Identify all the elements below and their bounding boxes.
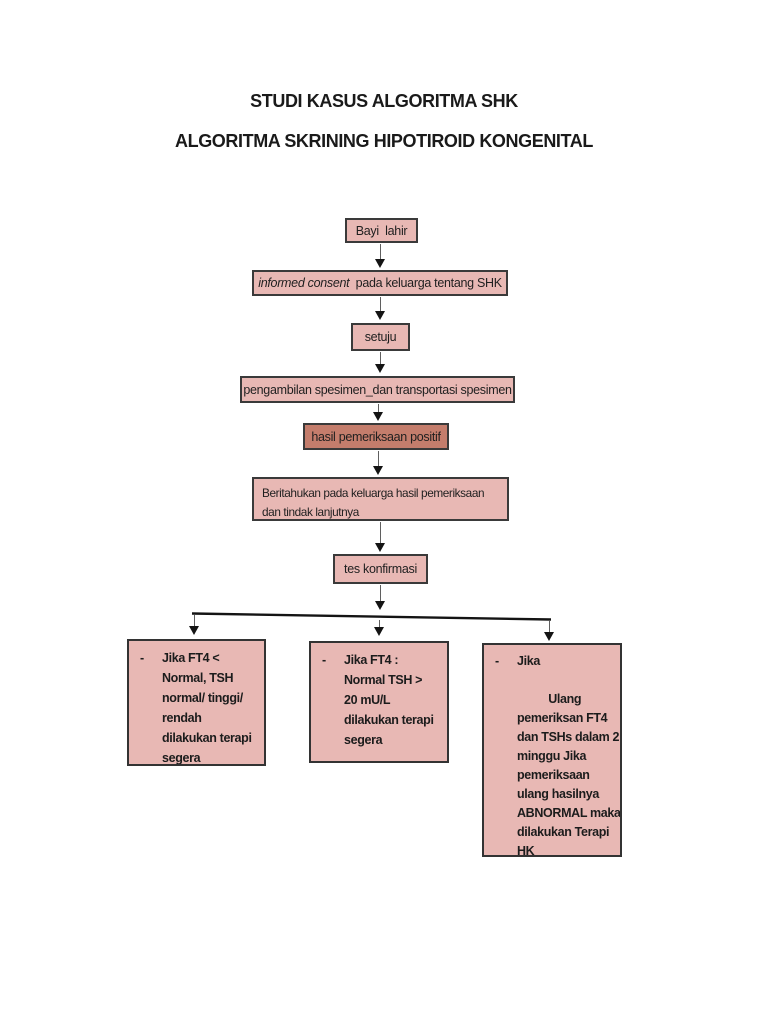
title-line-1: STUDI KASUS ALGORITMA SHK — [250, 91, 518, 111]
connector-stem-1 — [380, 244, 381, 259]
outcome-box-ulang-pemeriksaan-text: Jika Ulang pemeriksan FT4 dan TSHs dalam… — [517, 654, 621, 857]
down-arrow-icon — [374, 627, 384, 636]
connector-stem-6 — [380, 522, 381, 543]
down-arrow-icon — [375, 311, 385, 320]
node-informed-consent: informed consent pada keluarga tentang S… — [252, 270, 508, 296]
node-tes-konfirmasi-label: tes konfirmasi — [344, 562, 417, 576]
connector-stem-right — [549, 621, 550, 632]
node-bayi-lahir-label: Bayi lahir — [355, 223, 408, 238]
down-arrow-icon — [373, 466, 383, 475]
connector-stem-4 — [378, 404, 379, 412]
node-pengambilan-spesimen-label: pengambilan spesimen_dan transportasi sp… — [243, 382, 512, 397]
document-title: STUDI KASUS ALGORITMA SHK ALGORITMA SKRI… — [0, 90, 768, 152]
outcome-box-ft4-low: - Jika FT4 < Normal, TSH normal/ tinggi/… — [127, 639, 266, 766]
connector-stem-3 — [380, 352, 381, 364]
down-arrow-icon — [375, 601, 385, 610]
node-beritahukan-keluarga-label: Beritahukan pada keluarga hasil pemeriks… — [262, 486, 485, 519]
bullet-dash: - — [322, 653, 326, 667]
node-setuju: setuju — [351, 323, 410, 351]
connector-stem-5 — [378, 451, 379, 466]
node-beritahukan-keluarga: Beritahukan pada keluarga hasil pemeriks… — [252, 477, 509, 521]
outcome-box-ft4-normal-tsh-high: - Jika FT4 : Normal TSH > 20 mU/L dilaku… — [309, 641, 449, 763]
node-pengambilan-spesimen: pengambilan spesimen_dan transportasi sp… — [240, 376, 515, 403]
down-arrow-icon — [189, 626, 199, 635]
bullet-dash: - — [495, 654, 499, 668]
connector-stem-7 — [380, 585, 381, 601]
down-arrow-icon — [375, 259, 385, 268]
bullet-dash: - — [140, 651, 144, 665]
node-bayi-lahir: Bayi lahir — [345, 218, 418, 243]
connector-stem-center — [379, 620, 380, 627]
node-hasil-pemeriksaan-positif-label: hasil pemeriksaan positif — [311, 429, 441, 444]
node-informed-consent-rest: pada keluarga tentang SHK — [349, 276, 502, 290]
down-arrow-icon — [544, 632, 554, 641]
outcome-box-ft4-low-text: Jika FT4 < Normal, TSH normal/ tinggi/ r… — [162, 651, 252, 765]
down-arrow-icon — [375, 364, 385, 373]
down-arrow-icon — [373, 412, 383, 421]
node-hasil-pemeriksaan-positif: hasil pemeriksaan positif — [303, 423, 449, 450]
branch-connector-line — [191, 612, 552, 621]
node-setuju-label: setuju — [364, 330, 397, 344]
down-arrow-icon — [375, 543, 385, 552]
node-tes-konfirmasi: tes konfirmasi — [333, 554, 428, 584]
outcome-box-ulang-pemeriksaan: - Jika Ulang pemeriksan FT4 dan TSHs dal… — [482, 643, 622, 857]
connector-stem-2 — [380, 297, 381, 311]
outcome-box-ft4-normal-tsh-high-text: Jika FT4 : Normal TSH > 20 mU/L dilakuka… — [344, 653, 434, 747]
connector-stem-left — [194, 615, 195, 626]
node-informed-consent-italic: informed consent — [258, 276, 350, 290]
title-line-2: ALGORITMA SKRINING HIPOTIROID KONGENITAL — [175, 131, 593, 151]
